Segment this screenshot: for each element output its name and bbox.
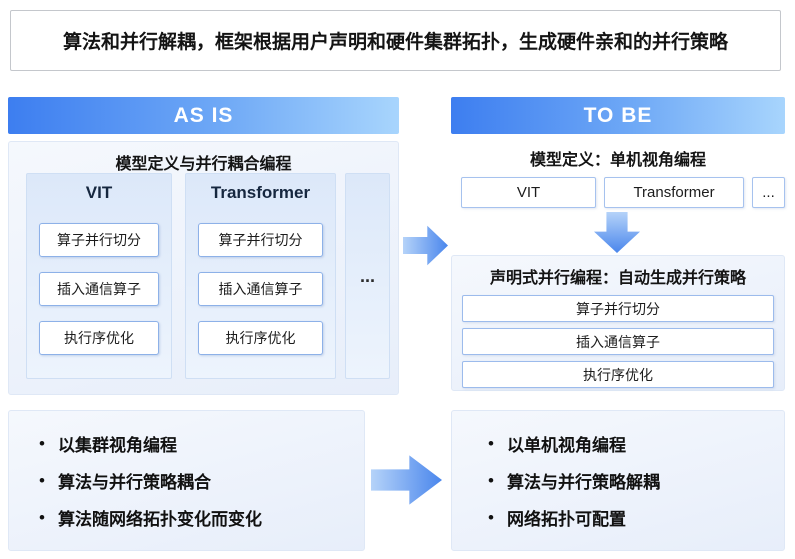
step-box: 算子并行切分: [39, 223, 159, 257]
step-box: 执行序优化: [39, 321, 159, 355]
model-box-ellipsis: ...: [752, 177, 785, 208]
model-box-transformer: Transformer: [604, 177, 744, 208]
model-column-vit-title: VIT: [85, 183, 113, 202]
title-banner-text: 算法和并行解耦，框架根据用户声明和硬件集群拓扑，生成硬件亲和的并行策略: [62, 32, 728, 53]
step-box: 执行序优化: [198, 321, 323, 355]
strategy-step-box: 执行序优化: [462, 361, 774, 388]
to-be-header-label: TO BE: [583, 103, 653, 127]
strategy-panel: 声明式并行编程：自动生成并行策略 算子并行切分 插入通信算子 执行序优化: [451, 255, 785, 391]
ellipsis-text: ...: [359, 265, 375, 286]
bullet-item: • 算法随网络拓扑变化而变化: [39, 505, 356, 530]
model-column-transformer-steps: 算子并行切分 插入通信算子 执行序优化: [186, 206, 335, 378]
model-box-vit: VIT: [461, 177, 596, 208]
bullet-text: 以集群视角编程: [57, 436, 177, 455]
bullet-item: • 算法与并行策略耦合: [39, 468, 356, 493]
step-box: 插入通信算子: [39, 272, 159, 306]
as-is-summary-panel: • 以集群视角编程 • 算法与并行策略耦合 • 算法随网络拓扑变化而变化: [8, 410, 365, 551]
to-be-model-title: 模型定义：单机视角编程: [529, 152, 706, 169]
bullet-item: • 网络拓扑可配置: [488, 505, 776, 530]
bullet-item: • 以单机视角编程: [488, 431, 776, 456]
bullet-text: 算法与并行策略耦合: [57, 473, 211, 492]
bullet-text: 算法随网络拓扑变化而变化: [57, 510, 262, 529]
as-is-panel-title: 模型定义与并行耦合编程: [115, 156, 292, 173]
bullet-icon: •: [488, 508, 494, 527]
model-column-vit-steps: 算子并行切分 插入通信算子 执行序优化: [27, 206, 171, 378]
as-is-header-label: AS IS: [173, 103, 234, 127]
bullet-text: 以单机视角编程: [506, 436, 626, 455]
bullet-icon: •: [488, 471, 494, 490]
step-box: 插入通信算子: [198, 272, 323, 306]
ellipsis-column: ...: [345, 173, 390, 379]
arrow-right-icon: [371, 455, 442, 505]
bullet-item: • 以集群视角编程: [39, 431, 356, 456]
arrow-down-icon: [594, 212, 640, 253]
to-be-summary-panel: • 以单机视角编程 • 算法与并行策略解耦 • 网络拓扑可配置: [451, 410, 785, 551]
step-box: 算子并行切分: [198, 223, 323, 257]
bullet-item: • 算法与并行策略解耦: [488, 468, 776, 493]
strategy-step-box: 算子并行切分: [462, 295, 774, 322]
bullet-icon: •: [488, 434, 494, 453]
title-banner: 算法和并行解耦，框架根据用户声明和硬件集群拓扑，生成硬件亲和的并行策略: [10, 10, 781, 71]
bullet-text: 算法与并行策略解耦: [506, 473, 660, 492]
to-be-models-row: VIT Transformer ...: [461, 177, 785, 208]
strategy-steps: 算子并行切分 插入通信算子 执行序优化: [452, 295, 784, 388]
bullet-icon: •: [39, 508, 45, 527]
as-is-header: AS IS: [8, 97, 399, 134]
strategy-panel-title: 声明式并行编程：自动生成并行策略: [489, 270, 746, 287]
as-is-panel: 模型定义与并行耦合编程 VIT 算子并行切分 插入通信算子 执行序优化 Tran…: [8, 141, 399, 395]
model-column-vit: VIT 算子并行切分 插入通信算子 执行序优化: [26, 173, 172, 379]
strategy-step-box: 插入通信算子: [462, 328, 774, 355]
model-column-transformer-title: Transformer: [210, 183, 311, 202]
arrow-right-icon: [403, 225, 448, 266]
model-column-transformer: Transformer 算子并行切分 插入通信算子 执行序优化: [185, 173, 336, 379]
bullet-text: 网络拓扑可配置: [506, 510, 626, 529]
to-be-header: TO BE: [451, 97, 785, 134]
bullet-icon: •: [39, 471, 45, 490]
bullet-icon: •: [39, 434, 45, 453]
